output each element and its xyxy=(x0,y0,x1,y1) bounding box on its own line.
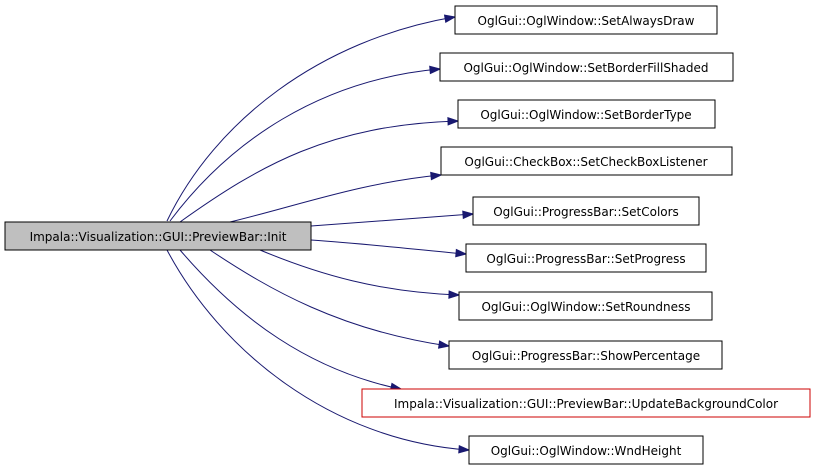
arrowhead-icon xyxy=(455,248,468,258)
callee-node-set-always-draw[interactable]: OglGui::OglWindow::SetAlwaysDraw xyxy=(454,5,718,35)
callee-node-update-background-color[interactable]: Impala::Visualization::GUI::PreviewBar::… xyxy=(361,388,811,418)
arrowhead-icon xyxy=(429,65,442,75)
callee-node-label: OglGui::OglWindow::SetBorderType xyxy=(480,108,691,122)
callee-node-label: OglGui::OglWindow::SetRoundness xyxy=(481,300,690,314)
root-node[interactable]: Impala::Visualization::GUI::PreviewBar::… xyxy=(4,221,312,251)
arrowhead-icon xyxy=(443,14,457,24)
callee-node-set-roundness[interactable]: OglGui::OglWindow::SetRoundness xyxy=(458,291,713,321)
callee-node-label: OglGui::CheckBox::SetCheckBoxListener xyxy=(464,155,707,169)
call-edge-7 xyxy=(259,249,459,296)
arrowhead-icon xyxy=(462,210,475,220)
callee-node-set-border-fill-shaded[interactable]: OglGui::OglWindow::SetBorderFillShaded xyxy=(439,52,734,82)
call-edge-4 xyxy=(229,174,441,223)
callee-node-set-colors[interactable]: OglGui::ProgressBar::SetColors xyxy=(472,196,700,226)
callee-node-label: OglGui::ProgressBar::SetProgress xyxy=(486,252,685,266)
call-edge-1 xyxy=(166,16,455,222)
root-node-label: Impala::Visualization::GUI::PreviewBar::… xyxy=(30,230,287,244)
callee-node-set-check-box-listener[interactable]: OglGui::CheckBox::SetCheckBoxListener xyxy=(440,146,733,176)
arrowhead-icon xyxy=(447,117,460,126)
callee-node-label: OglGui::OglWindow::WndHeight xyxy=(491,444,682,458)
callee-node-label: OglGui::OglWindow::SetBorderFillShaded xyxy=(463,61,708,75)
arrowhead-icon xyxy=(437,340,451,349)
arrowhead-icon xyxy=(458,444,471,454)
call-edge-10 xyxy=(166,249,469,451)
call-edge-3 xyxy=(179,120,458,223)
call-edge-5 xyxy=(310,213,473,227)
call-edges xyxy=(166,14,475,454)
callee-node-label: OglGui::ProgressBar::ShowPercentage xyxy=(472,349,700,363)
callee-node-set-progress[interactable]: OglGui::ProgressBar::SetProgress xyxy=(465,243,707,273)
callee-node-label: OglGui::ProgressBar::SetColors xyxy=(493,205,679,219)
callee-node-show-percentage[interactable]: OglGui::ProgressBar::ShowPercentage xyxy=(448,340,723,370)
callee-node-set-border-type[interactable]: OglGui::OglWindow::SetBorderType xyxy=(457,99,716,129)
callee-node-label: Impala::Visualization::GUI::PreviewBar::… xyxy=(394,397,778,411)
arrowhead-icon xyxy=(448,290,461,299)
call-edge-9 xyxy=(179,249,401,390)
call-edge-8 xyxy=(209,249,449,347)
arrowhead-icon xyxy=(430,171,443,181)
call-edge-6 xyxy=(310,239,466,255)
callee-node-wnd-height[interactable]: OglGui::OglWindow::WndHeight xyxy=(468,435,704,465)
callee-node-label: OglGui::OglWindow::SetAlwaysDraw xyxy=(478,14,695,28)
call-edge-2 xyxy=(169,68,440,222)
